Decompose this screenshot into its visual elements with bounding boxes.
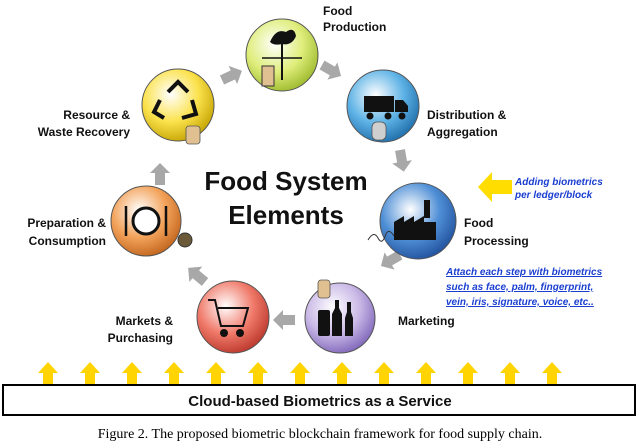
fingerprint-icon xyxy=(371,121,387,141)
node-preparation-consumption-label-1: Preparation & xyxy=(27,216,106,230)
node-markets-purchasing xyxy=(196,280,270,354)
node-distribution-aggregation-label-1: Distribution & xyxy=(427,108,507,122)
biometric-arrow-icon xyxy=(478,172,512,202)
node-marketing xyxy=(304,279,376,354)
flow-arrow-3 xyxy=(392,149,412,172)
cloud-band-box xyxy=(2,384,636,416)
node-marketing-label: Marketing xyxy=(398,314,455,328)
node-food-production-label-2: Production xyxy=(323,20,386,34)
up-arrow-icon xyxy=(206,362,226,384)
biometric-note-line-1: Adding biometrics xyxy=(514,177,603,188)
node-resource-waste-recovery-label-1: Resource & xyxy=(63,108,130,122)
node-food-production xyxy=(245,18,319,92)
up-arrow-icon xyxy=(290,362,310,384)
node-resource-waste-recovery-circle xyxy=(141,68,215,142)
node-preparation-consumption xyxy=(110,185,193,257)
truck-icon xyxy=(364,96,408,120)
node-markets-purchasing-label-2: Purchasing xyxy=(108,331,173,345)
biometric-note-line-2: per ledger/block xyxy=(514,190,593,201)
flow-arrow-7 xyxy=(150,163,170,185)
up-arrow-icon xyxy=(374,362,394,384)
flow-arrow-1 xyxy=(219,65,242,85)
factory-icon xyxy=(394,200,436,240)
attach-note-line-3: vein, iris, signature, voice, etc.. xyxy=(446,297,594,308)
flow-arrow-4 xyxy=(380,250,403,270)
node-markets-purchasing-label-1: Markets & xyxy=(116,314,174,328)
attach-note-line-1: Attach each step with biometrics xyxy=(445,267,603,278)
node-distribution-aggregation xyxy=(346,69,420,143)
up-arrow-icon xyxy=(458,362,478,384)
node-food-production-label-1: Food xyxy=(323,4,352,18)
flow-arrow-2 xyxy=(319,60,342,80)
flow-arrow-5 xyxy=(273,310,295,330)
flow-arrows xyxy=(150,60,412,330)
up-arrow-icon xyxy=(248,362,268,384)
palm-icon xyxy=(317,279,331,299)
node-food-processing-label-2: Processing xyxy=(464,234,529,248)
bottles-icon xyxy=(318,300,353,336)
up-arrow-icon xyxy=(416,362,436,384)
node-preparation-consumption-label-2: Consumption xyxy=(29,234,106,248)
flow-arrow-6 xyxy=(188,266,209,286)
node-markets-purchasing-circle xyxy=(196,280,270,354)
up-arrow-icon xyxy=(164,362,184,384)
iris-icon xyxy=(177,232,193,248)
node-food-processing-label-1: Food xyxy=(464,216,493,230)
attach-note-line-2: such as face, palm, fingerprint, xyxy=(446,282,593,293)
up-arrow-icon xyxy=(332,362,352,384)
recycle-icon xyxy=(151,79,199,120)
node-resource-waste-recovery xyxy=(141,68,215,145)
rooster-weathervane-icon xyxy=(261,29,302,87)
node-resource-waste-recovery-label-2: Waste Recovery xyxy=(38,125,131,139)
shopping-cart-icon xyxy=(208,299,250,337)
up-arrow-icon xyxy=(122,362,142,384)
signature-icon xyxy=(367,230,395,242)
center-title-line-1: Food System xyxy=(204,166,367,196)
node-food-processing xyxy=(367,182,457,260)
node-distribution-aggregation-label-2: Aggregation xyxy=(427,125,498,139)
hand-icon xyxy=(185,125,201,145)
cloud-band-label: Cloud-based Biometrics as a Service xyxy=(188,393,451,410)
plate-cutlery-icon xyxy=(124,206,168,236)
up-arrow-icon xyxy=(80,362,100,384)
up-arrow-icon xyxy=(38,362,58,384)
center-title-line-2: Elements xyxy=(228,200,344,230)
up-arrow-icon xyxy=(542,362,562,384)
figure-caption: Figure 2. The proposed biometric blockch… xyxy=(98,427,543,442)
up-arrows xyxy=(38,362,562,384)
up-arrow-icon xyxy=(500,362,520,384)
